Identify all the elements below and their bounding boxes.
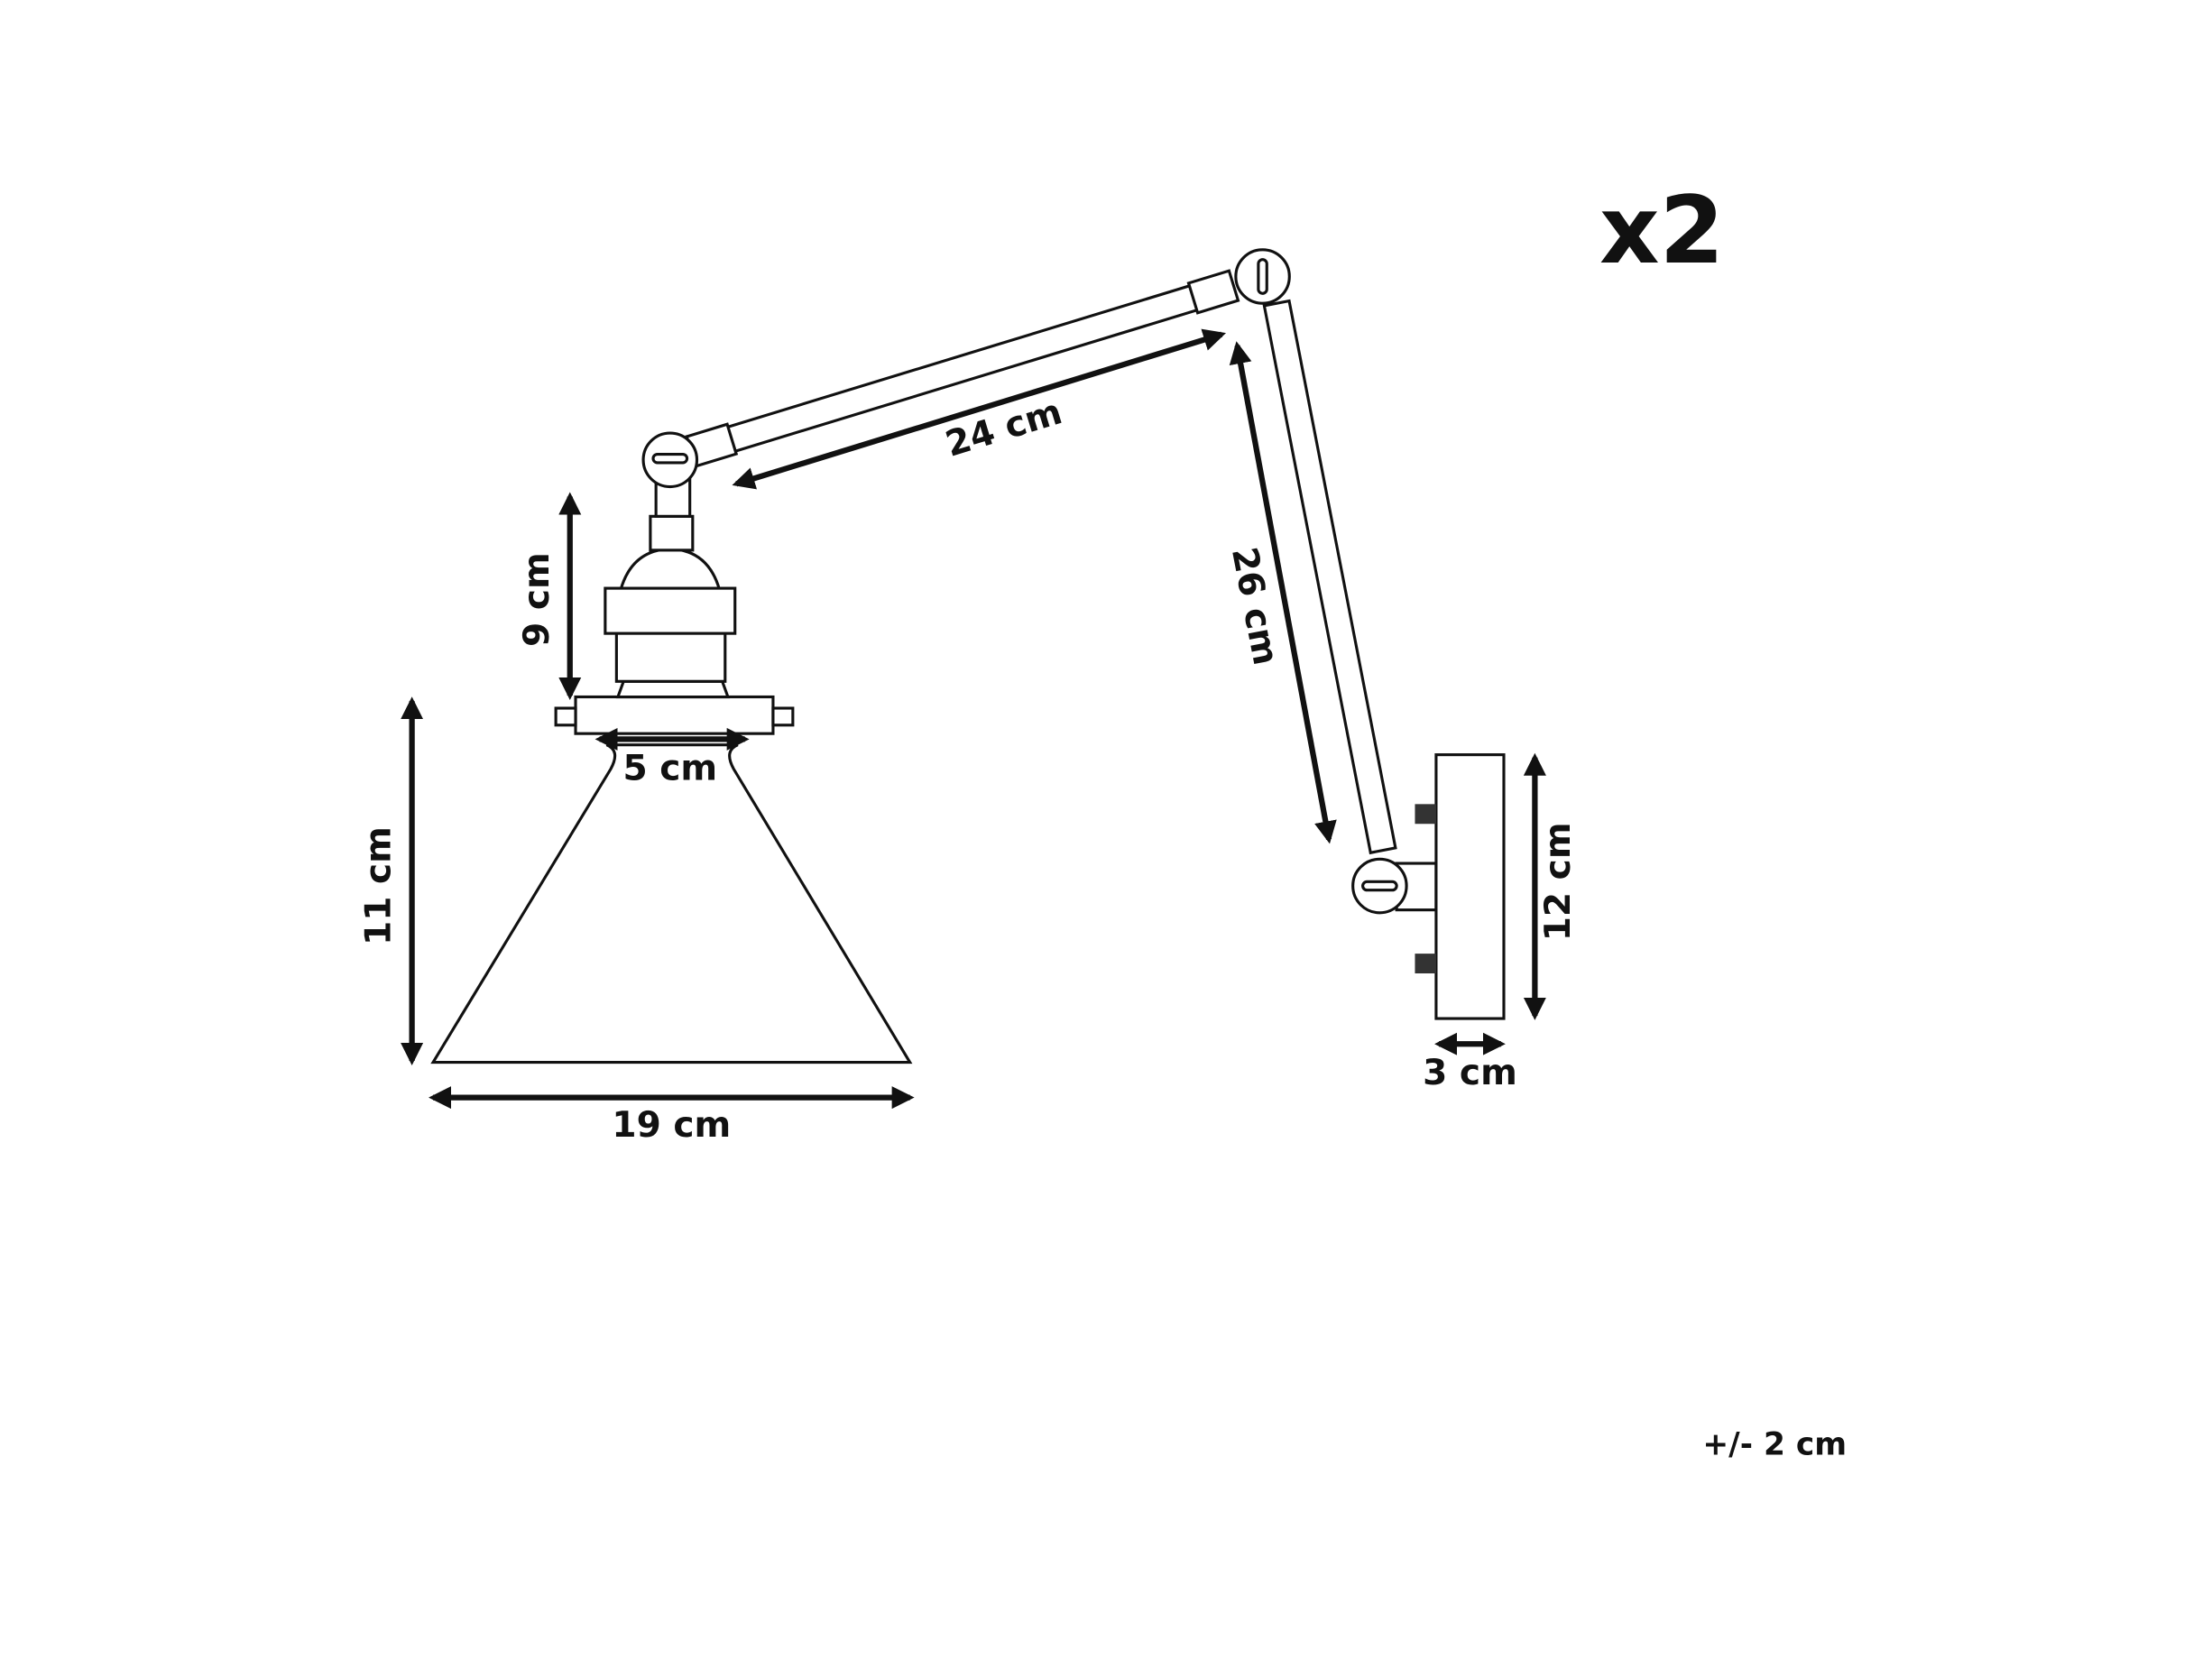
lamp-drawing: [430, 248, 1506, 1065]
lower-arm: [1262, 299, 1397, 855]
screw-right: [771, 706, 795, 727]
dim-label-plate-depth: 3 cm: [1423, 1053, 1517, 1093]
lamp-shade: [430, 743, 913, 1065]
wall-plate: [1434, 753, 1506, 1020]
socket-dome: [618, 547, 722, 592]
dim-label-plate-height: 12 cm: [1538, 822, 1579, 941]
socket-neck: [649, 514, 695, 552]
dim-arrow-upper-arm: [732, 328, 1227, 490]
dim-arrow-lower-arm: [1229, 341, 1337, 844]
quantity-label: x2: [1599, 177, 1724, 285]
collar-plate: [574, 695, 775, 735]
dim-label-shade-bottom: 19 cm: [612, 1105, 731, 1146]
screw-left: [554, 706, 577, 727]
wall-screw-top: [1415, 804, 1436, 825]
dim-label-socket-height: 9 cm: [517, 552, 558, 647]
tolerance-note: +/- 2 cm: [1702, 1426, 1847, 1462]
dim-label-shade-height: 11 cm: [359, 826, 400, 945]
wall-screw-bottom: [1415, 954, 1436, 974]
socket-ring: [604, 586, 737, 635]
dim-label-shade-top: 5 cm: [622, 748, 717, 788]
